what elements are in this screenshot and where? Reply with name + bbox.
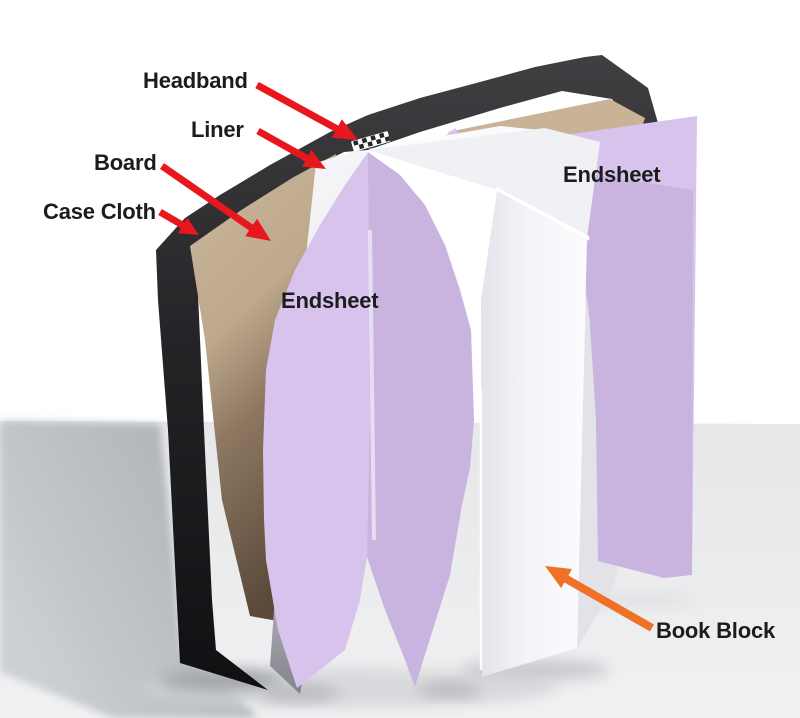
case-cloth-arrow xyxy=(158,208,186,230)
liner-arrowhead xyxy=(302,150,326,169)
board-label: Board xyxy=(94,150,157,175)
right-endsheet-shading xyxy=(552,168,693,578)
book-block-arrow xyxy=(561,573,654,632)
annotation-arrows xyxy=(158,81,654,632)
case-cloth-arrowhead xyxy=(178,217,199,235)
endsheet-fold-highlight xyxy=(368,229,376,541)
board-arrowhead xyxy=(245,218,271,241)
block-edge-highlight xyxy=(494,187,590,241)
liner-arrow xyxy=(256,127,310,163)
case-cloth-cover xyxy=(156,55,660,690)
left-endsheet-shading xyxy=(367,152,474,687)
right-leg-shadow xyxy=(418,683,482,697)
liner-label: Liner xyxy=(191,117,244,142)
board-arrow xyxy=(160,163,255,232)
left-endsheet xyxy=(263,152,474,688)
headband-checks xyxy=(353,132,391,150)
headband-arrow xyxy=(255,81,341,134)
endsheet-left-label: Endsheet xyxy=(281,288,379,313)
endsheet-right-label: Endsheet xyxy=(563,162,661,187)
book-block-label: Book Block xyxy=(656,618,776,643)
headband xyxy=(351,131,391,152)
annotation-labels: Headband Liner Board Case Cloth Endsheet… xyxy=(43,68,776,643)
case-cloth-label: Case Cloth xyxy=(43,199,156,224)
headband-arrowhead xyxy=(331,119,358,140)
headband-label: Headband xyxy=(143,68,248,93)
book-block-top xyxy=(368,128,600,238)
book-block-arrowhead xyxy=(545,566,573,588)
right-endsheet xyxy=(447,116,697,578)
cover-base-shadow xyxy=(160,669,284,691)
cast-shadow xyxy=(0,421,258,718)
book-block-front xyxy=(481,191,587,677)
